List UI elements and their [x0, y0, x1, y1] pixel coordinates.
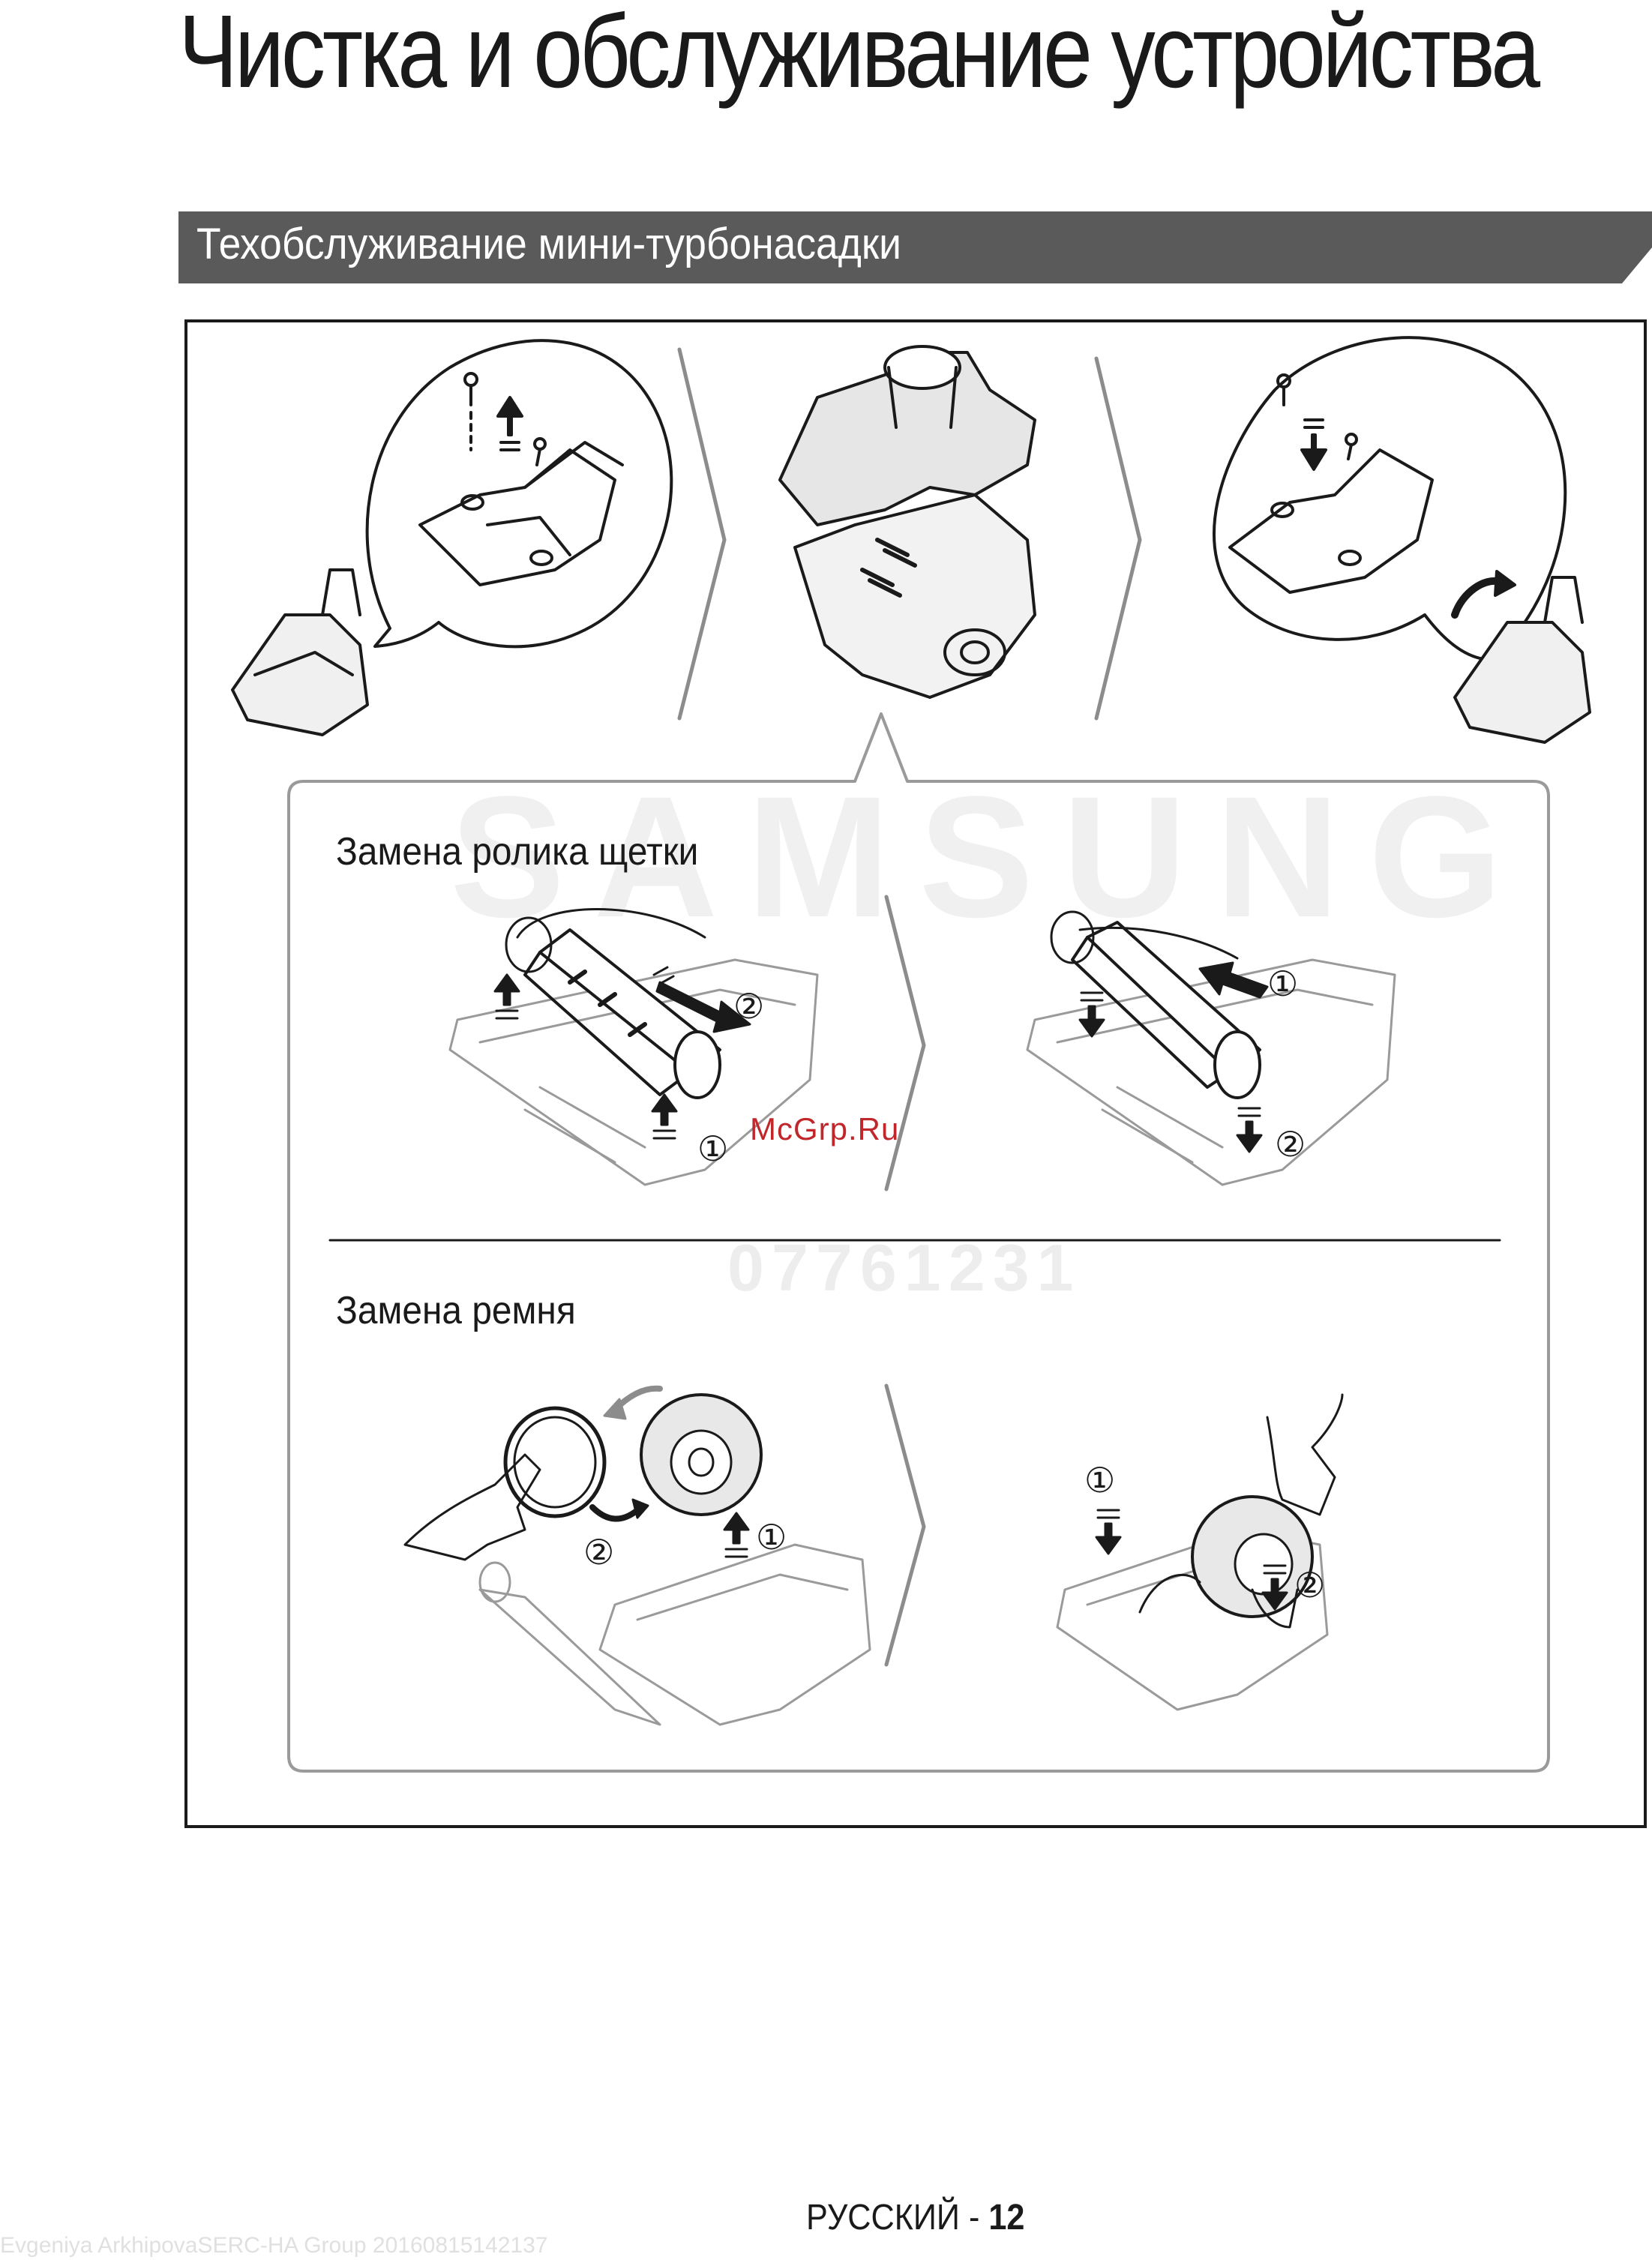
chevron-right-icon [679, 349, 724, 718]
arrow-up-icon [498, 397, 522, 450]
arrow-up-icon [1200, 963, 1267, 997]
arrow-up-icon [652, 1095, 676, 1138]
page-footer: РУССКИЙ - 12 [806, 2197, 1024, 2238]
footer-document-id: Evgeniya ArkhipovaSERC-HA Group 20160815… [0, 2233, 548, 2259]
arrow-up-icon [724, 1513, 748, 1557]
step-open-housing [780, 346, 1035, 697]
screw-icon [535, 439, 545, 465]
callout-1: ① [697, 1129, 728, 1169]
chevron-right-icon [886, 1386, 924, 1665]
step-remove-screws [232, 340, 671, 735]
step-insert-screws [1214, 337, 1590, 742]
belt-title: Замена ремня [336, 1288, 576, 1333]
arrow-down-icon [1237, 1108, 1261, 1152]
callout-2: ② [1275, 1124, 1306, 1164]
belt-remove-illustration [405, 1389, 870, 1725]
arrow-down-icon [1080, 993, 1104, 1036]
callout-1: ① [1084, 1460, 1115, 1500]
watermark-site: McGrp.Ru [750, 1111, 899, 1147]
callout-1: ① [1267, 964, 1298, 1004]
callout-2: ② [583, 1532, 614, 1572]
page-number: 12 [988, 2198, 1024, 2238]
arrow-up-icon [495, 975, 519, 1018]
chevron-right-icon [1096, 358, 1140, 718]
roller-insert-illustration [1027, 912, 1395, 1185]
screw-icon [1346, 434, 1357, 459]
screw-icon [465, 373, 477, 450]
belt-install-illustration [1057, 1395, 1342, 1710]
callout-2: ② [1294, 1565, 1325, 1605]
rotate-arrow-icon [1455, 571, 1515, 615]
callout-1: ① [756, 1517, 787, 1557]
arrow-down-icon [1302, 420, 1326, 469]
brush-roller-title: Замена ролика щетки [336, 829, 698, 874]
callout-2: ② [733, 986, 764, 1027]
arrow-down-icon [1096, 1510, 1120, 1554]
footer-language: РУССКИЙ - [806, 2198, 988, 2238]
